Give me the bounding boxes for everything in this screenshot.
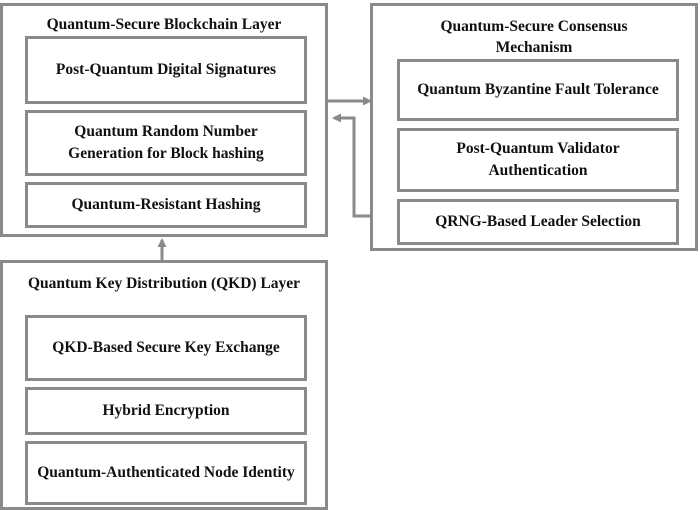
quantum-resistant-hashing-box: Quantum-Resistant Hashing (25, 182, 307, 228)
authenticated-node-identity-box: Quantum-Authenticated Node Identity (25, 441, 307, 505)
qrng-leader-selection-box: QRNG-Based Leader Selection (397, 199, 679, 245)
qkd-layer: Quantum Key Distribution (QKD) Layer QKD… (0, 260, 328, 510)
hybrid-encryption-box: Hybrid Encryption (25, 387, 307, 435)
consensus-layer-title: Quantum-Secure Consensus Mechanism (440, 18, 628, 56)
qkd-key-exchange-box: QKD-Based Secure Key Exchange (25, 315, 307, 381)
consensus-layer: Quantum-Secure Consensus Mechanism Quant… (370, 3, 698, 251)
validator-authentication-box: Post-Quantum Validator Authentication (397, 128, 679, 192)
qkd-layer-title: Quantum Key Distribution (QKD) Layer (27, 275, 301, 292)
qrng-block-hashing-box: Quantum Random Number Generation for Blo… (25, 110, 307, 176)
quantum-bft-box: Quantum Byzantine Fault Tolerance (397, 59, 679, 121)
blockchain-layer: Quantum-Secure Blockchain Layer Post-Qua… (0, 3, 328, 237)
post-quantum-signatures-box: Post-Quantum Digital Signatures (25, 36, 307, 104)
blockchain-layer-title: Quantum-Secure Blockchain Layer (46, 16, 282, 33)
